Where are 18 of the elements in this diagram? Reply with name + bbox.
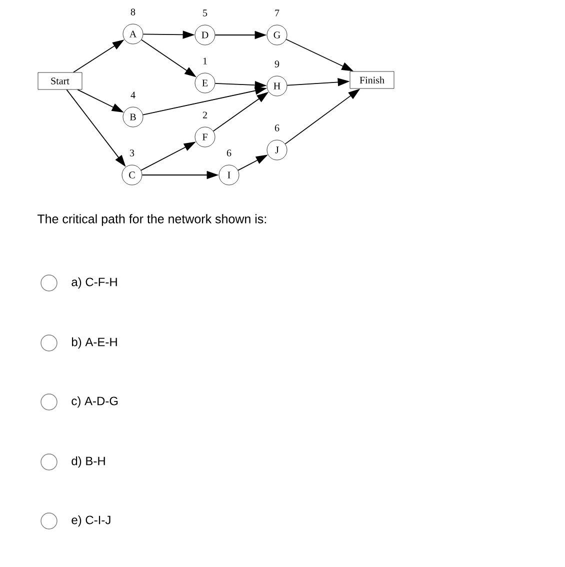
duration-label: 4 — [130, 92, 136, 98]
duration-label: 6 — [274, 124, 280, 132]
option-text: e) C-I-J — [72, 515, 110, 527]
question-text: The critical path for the network shown is: — [37, 214, 266, 226]
duration-label: 8 — [130, 8, 136, 16]
duration-label: 3 — [130, 150, 134, 156]
option-text: a) C-F-H — [72, 277, 117, 289]
option-text: d) B-H — [72, 456, 105, 468]
option-text: b) A-E-H — [72, 337, 117, 349]
duration-label: 5 — [203, 10, 208, 16]
duration-label: 6 — [226, 150, 232, 156]
terminal-box: Finish — [350, 71, 394, 89]
terminal-box: Start — [38, 72, 82, 90]
duration-label: 2 — [202, 112, 207, 118]
option-text: c) A-D-G — [72, 396, 118, 408]
duration-label: 9 — [274, 60, 280, 68]
duration-label: 7 — [275, 10, 280, 16]
duration-label: 1 — [203, 58, 207, 64]
